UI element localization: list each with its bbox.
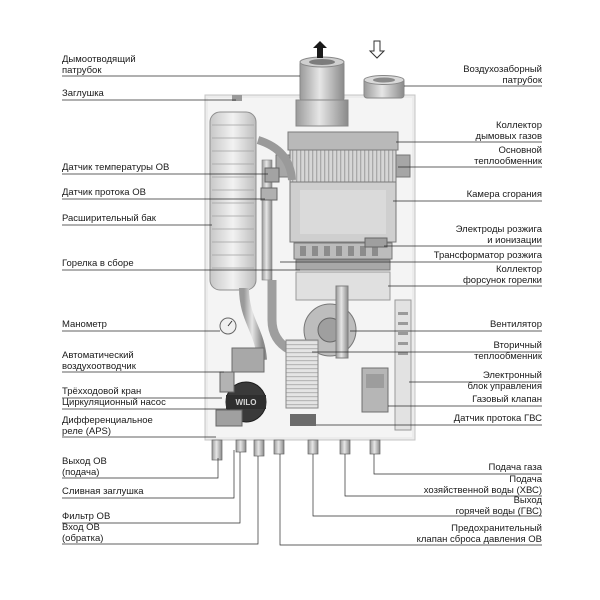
label-relief-valve: Предохранительный клапан сброса давления…: [416, 523, 542, 545]
label-burner-assembly: Горелка в сборе: [62, 258, 134, 269]
label-drain-plug: Сливная заглушка: [62, 486, 144, 497]
burner-nozzle-collector: [295, 259, 391, 271]
three-way-valve: [231, 347, 265, 373]
label-gas-supply: Подача газа: [488, 462, 542, 473]
combustion-chamber-inner: [300, 190, 386, 234]
label-ignition-transformer: Трансформатор розжига: [433, 250, 542, 261]
label-differential-relay: Дифференциальное реле (APS): [62, 415, 153, 437]
label-control-unit: Электронный блок управления: [467, 370, 542, 392]
label-circulation-pump: Циркуляционный насос: [62, 397, 166, 408]
flue-gas-collector: [287, 131, 399, 151]
label-chimney-pipe: Дымоотводящий патрубок: [62, 54, 136, 76]
label-dhw-flow-sensor: Датчик протока ГВС: [453, 413, 542, 424]
label-expansion-tank: Расширительный бак: [62, 213, 156, 224]
auto-air-vent: [219, 371, 235, 393]
bottom-fittings: [211, 439, 381, 461]
pump-band: [226, 395, 266, 409]
label-heating-outlet: Выход ОВ (подача): [62, 456, 107, 478]
heat-exchanger-link-pipe: [256, 136, 296, 181]
burner-ports: [300, 246, 378, 256]
label-heating-flow-sensor: Датчик протока ОВ: [62, 187, 146, 198]
manometer-needle: [227, 320, 233, 327]
expansion-tank-ribs: [212, 124, 254, 269]
label-three-way-valve: Трёхходовой кран: [62, 386, 142, 397]
label-secondary-heat-exchanger: Вторичный теплообменник: [474, 340, 542, 362]
label-heating-filter: Фильтр ОВ: [62, 511, 111, 522]
control-unit-slots: [398, 312, 408, 355]
air-intake-hole: [373, 77, 395, 83]
ignition-electrodes: [364, 237, 388, 248]
main-heat-exchanger: [289, 149, 397, 183]
secondary-heat-exchanger: [285, 339, 319, 409]
leader-lines-left: [62, 75, 300, 545]
label-manometer: Манометр: [62, 319, 107, 330]
label-heating-inlet: Вход ОВ (обратка): [62, 522, 104, 544]
label-fan: Вентилятор: [489, 319, 542, 330]
label-main-heat-exchanger: Основной теплообменник: [474, 145, 542, 167]
label-air-intake-pipe: Воздухозаборный патрубок: [463, 64, 542, 86]
fan-duct: [335, 285, 349, 359]
label-heating-temp-sensor: Датчик температуры ОВ: [62, 162, 170, 173]
heating-flow-sensor: [260, 187, 278, 201]
label-auto-air-vent: Автоматический воздухоотводчик: [62, 350, 136, 372]
pump-brand-text: WILO: [236, 398, 257, 407]
label-hot-water-outlet: Выход горячей воды (ГВС): [455, 495, 542, 517]
heating-supply-pipe: [261, 159, 273, 281]
air-in-arrow: [368, 40, 386, 59]
gas-valve-coil: [366, 374, 384, 388]
label-ignition-electrodes: Электроды розжига и ионизации: [455, 224, 542, 246]
label-plug: Заглушка: [62, 88, 104, 99]
heat-exchanger-right-fitting: [395, 154, 411, 178]
label-flue-gas-collector: Коллектор дымовых газов: [475, 120, 542, 142]
plug: [232, 95, 242, 101]
chimney-pipe-hole: [309, 59, 335, 65]
expansion-tank: [209, 111, 257, 291]
dhw-flow-sensor: [290, 414, 316, 426]
exhaust-out-arrow: [313, 41, 327, 58]
heating-temp-sensor: [264, 167, 280, 183]
label-gas-valve: Газовый клапан: [472, 394, 542, 405]
chimney-pipe-flange: [295, 99, 349, 127]
label-combustion-chamber: Камера сгорания: [466, 189, 542, 200]
label-cold-water-supply: Подача хозяйственной воды (ХВС): [423, 474, 542, 496]
leader-lines-right: [279, 85, 542, 546]
label-burner-nozzle-collector: Коллектор форсунок горелки: [462, 264, 542, 286]
differential-relay: [215, 409, 243, 427]
control-unit: [394, 299, 412, 431]
